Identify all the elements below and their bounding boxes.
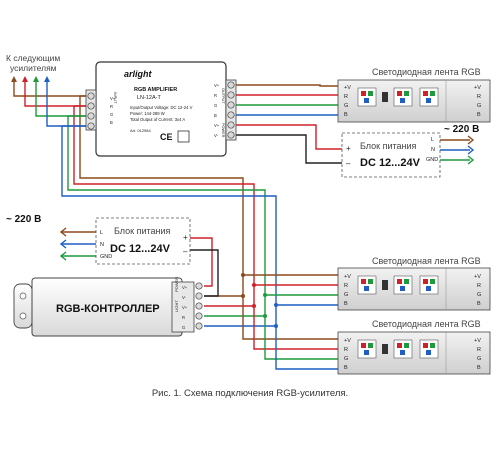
- amplifier-spec-voltage: Input/Output Voltage: DC 12-24 V: [130, 105, 193, 110]
- strip2-term-b: B: [344, 301, 348, 307]
- strip1-term-v-right: +V: [474, 85, 481, 91]
- strip1-term-g-right: G: [477, 103, 481, 109]
- ctrl-term-r: R: [182, 315, 185, 320]
- amplifier-terminal-screws: [87, 81, 235, 139]
- strip3-term-b: B: [344, 365, 348, 371]
- rgb-controller: RGB-КОНТРОЛЛЕР LIGHT POWER V+ V- V+ R G: [13, 277, 203, 337]
- amp-in-v: V+: [110, 96, 116, 101]
- controller-title: RGB-КОНТРОЛЛЕР: [56, 303, 160, 315]
- amplifier-article: Art. 012984: [130, 128, 151, 133]
- controller-light-label: LIGHT: [174, 300, 179, 312]
- amplifier-power-label: POWER: [221, 123, 225, 138]
- strip2-term-r: R: [344, 283, 348, 289]
- power-supply-2: ~ 220 В Блок питания DC 12...24V L N GND…: [6, 214, 191, 265]
- psu2-term-l: L: [100, 230, 103, 236]
- strip2-term-g-right: G: [477, 292, 481, 298]
- amp-pwr-vminus: V-: [214, 133, 219, 138]
- psu2-mains-label: ~ 220 В: [6, 214, 41, 225]
- psu1-term-l: L: [431, 137, 434, 143]
- strip3-term-g-right: G: [477, 356, 481, 362]
- controller-to-amplifier-wires: [61, 95, 277, 327]
- psu2-plus: +: [183, 233, 188, 242]
- psu1-title: Блок питания: [360, 141, 417, 151]
- amp-pwr-vplus: V+: [214, 123, 220, 128]
- strip2-term-g: G: [344, 292, 348, 298]
- amplifier-input-label: INPUT: [113, 92, 117, 104]
- rgb-amplifier: arlight RGB AMPLIFIER LN-12A-T Input/Out…: [85, 61, 237, 157]
- psu1-voltage: DC 12...24V: [360, 157, 421, 169]
- strip1-term-g: G: [344, 103, 348, 109]
- strip2-title: Светодиодная лента RGB: [372, 256, 481, 266]
- ctrl-term-g: G: [182, 325, 185, 330]
- ctrl-term-vminus: V-: [182, 295, 187, 300]
- psu1-plus: +: [346, 144, 351, 153]
- controller-to-strips-wires: [241, 273, 338, 370]
- amp-out-g: G: [214, 103, 217, 108]
- strip3-term-v-right: +V: [474, 338, 481, 344]
- psu2-title: Блок питания: [114, 226, 171, 236]
- psu2-term-gnd: GND: [100, 254, 112, 260]
- strip3-term-r-right: R: [477, 347, 481, 353]
- psu1-term-gnd: GND: [426, 157, 438, 163]
- next-amplifiers-label-line1: К следующим: [6, 53, 60, 63]
- amplifier-spec-power: Power: 144-288 W: [130, 111, 165, 116]
- strip3-term-b-right: B: [477, 365, 481, 371]
- psu1-mains-wires: [440, 135, 475, 165]
- strip3-leds: [357, 332, 447, 374]
- amp-in-r: R: [110, 104, 113, 109]
- strip2-term-r-right: R: [477, 283, 481, 289]
- strip3-title: Светодиодная лента RGB: [372, 319, 481, 329]
- strip1-term-r-right: R: [477, 94, 481, 100]
- amp-in-b: B: [110, 120, 113, 125]
- strip3-term-g: G: [344, 356, 348, 362]
- ctrl-term-vplus: V+: [182, 305, 188, 310]
- led-strip-1: Светодиодная лента RGB +V R G B +V R G B: [337, 67, 491, 123]
- amplifier-output-label: OUTPUT: [221, 88, 225, 104]
- amp-out-b: B: [214, 113, 217, 118]
- led-strip-3: Светодиодная лента RGB +V R G B +V R G B: [337, 319, 491, 375]
- psu2-wires: [59, 227, 219, 297]
- psu2-voltage: DC 12...24V: [110, 243, 171, 255]
- strip1-title: Светодиодная лента RGB: [372, 67, 481, 77]
- strip1-term-r: R: [344, 94, 348, 100]
- ctrl-term-vplus-pwr: V+: [182, 285, 188, 290]
- figure-caption: Рис. 1. Схема подключения RGB-усилителя.: [151, 388, 349, 399]
- psu1-minus: –: [346, 159, 351, 168]
- psu1-mains-label: ~ 220 В: [444, 124, 479, 135]
- ce-mark: CE: [160, 132, 173, 142]
- psu2-minus: –: [183, 247, 188, 256]
- strip3-term-r: R: [344, 347, 348, 353]
- psu1-term-n: N: [431, 147, 435, 153]
- strip1-term-v: +V: [344, 85, 351, 91]
- strip2-term-b-right: B: [477, 301, 481, 307]
- strip3-term-v: +V: [344, 338, 351, 344]
- next-amplifier-wires: [11, 76, 88, 127]
- strip1-leds: [357, 80, 447, 122]
- psu2-term-n: N: [100, 242, 104, 248]
- amplifier-brand-logo: arlight: [124, 69, 153, 79]
- amplifier-spec-current: Total Output of Current: 3x4 A: [130, 117, 185, 122]
- next-amplifiers-label-line2: усилителям: [10, 63, 57, 73]
- power-supply-1: Блок питания DC 12...24V + – L N GND ~ 2…: [341, 124, 479, 178]
- amplifier-title: RGB AMPLIFIER: [134, 87, 177, 93]
- strip2-leds: [357, 268, 447, 310]
- amplifier-output-wires: [236, 84, 342, 164]
- amp-out-r: R: [214, 93, 217, 98]
- strip1-term-b: B: [344, 112, 348, 118]
- led-strip-2: Светодиодная лента RGB +V R G B +V R G B: [337, 256, 491, 311]
- controller-terminal-screws: [195, 282, 203, 330]
- amp-out-v: V+: [214, 83, 220, 88]
- amp-in-g: G: [110, 112, 113, 117]
- strip2-term-v: +V: [344, 274, 351, 280]
- amplifier-model: LN-12A-T: [137, 95, 161, 101]
- strip1-term-b-right: B: [477, 112, 481, 118]
- eac-mark: [177, 130, 190, 143]
- controller-power-label: POWER: [174, 277, 179, 292]
- strip2-term-v-right: +V: [474, 274, 481, 280]
